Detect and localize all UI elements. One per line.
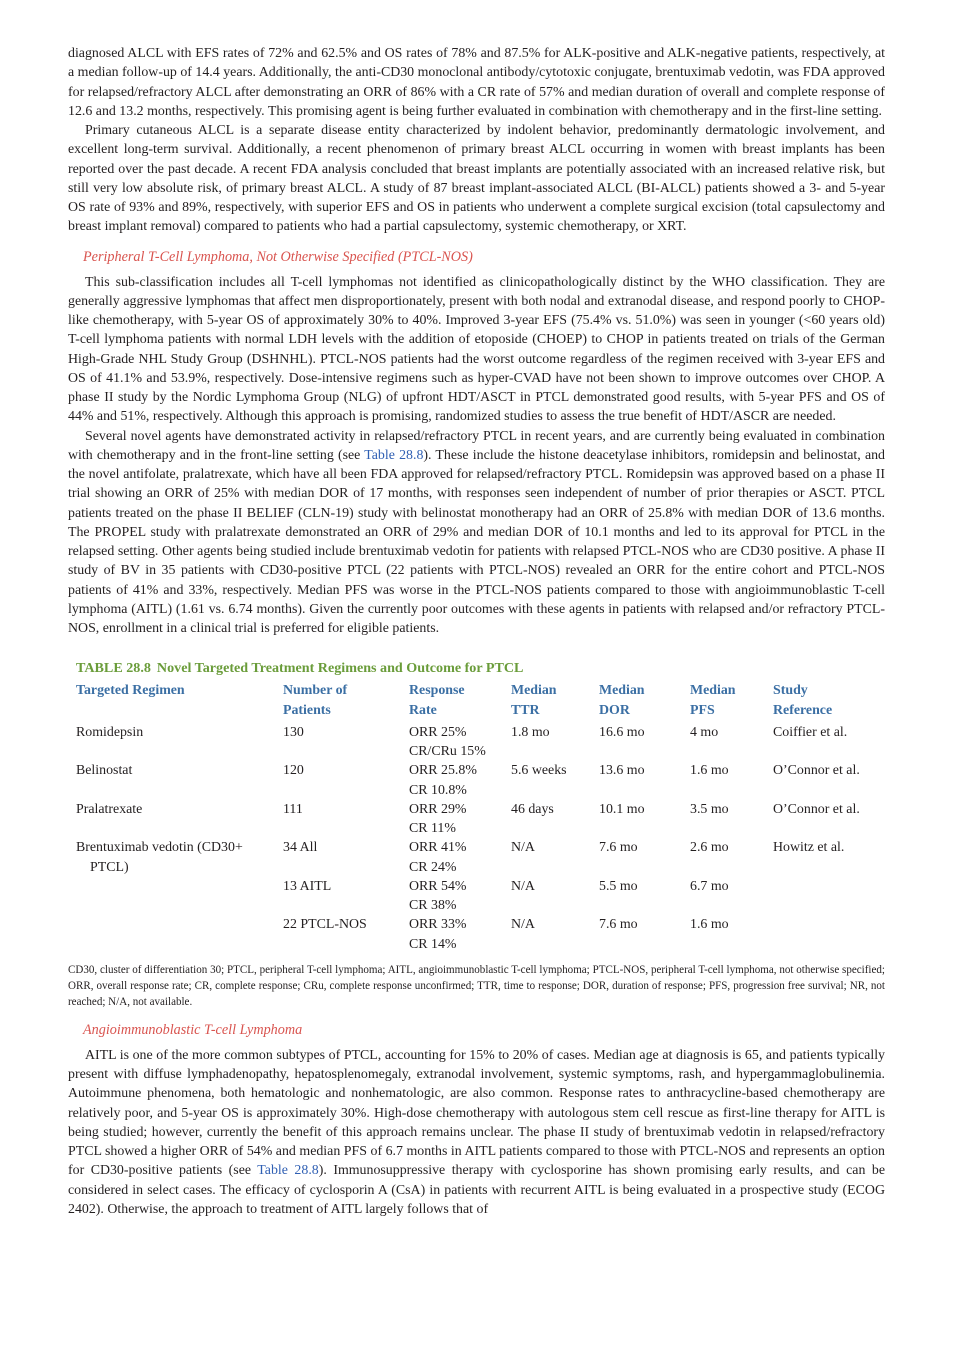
table-row: Brentuximab vedotin (CD30+PTCL) 34 All O… [68, 838, 885, 877]
table-reference-link[interactable]: Table 28.8 [364, 447, 424, 463]
table-cell-dor: 7.6 mo [599, 840, 638, 856]
table-cell-ttr: N/A [511, 917, 535, 933]
table-cell-ttr: N/A [511, 840, 535, 856]
table-cell-ttr: 5.6 weeks [511, 763, 567, 779]
table-cell-pfs: 6.7 mo [690, 878, 729, 894]
table-cell-dor: 13.6 mo [599, 763, 645, 779]
table-row: Romidepsin 130 ORR 25%CR/CRu 15% 1.8 mo … [68, 723, 885, 762]
table-number: TABLE 28.8 [76, 660, 151, 677]
table-footnote: CD30, cluster of differentiation 30; PTC… [68, 963, 885, 1008]
table-cell-regimen [68, 915, 283, 954]
table-cell-response: ORR 25.8%CR 10.8% [409, 763, 477, 798]
table-cell-dor: 10.1 mo [599, 801, 645, 817]
section-heading-aitl: Angioimmunoblastic T-cell Lymphoma [83, 1021, 303, 1038]
table-cell-reference [773, 877, 885, 916]
table-title: TABLE 28.8 Novel Targeted Treatment Regim… [76, 658, 885, 678]
table-cell-pfs: 1.6 mo [690, 763, 729, 779]
table-cell-ttr: N/A [511, 878, 535, 894]
paragraph-ptcl-novel-agents: Several novel agents have demonstrated a… [68, 427, 885, 639]
table-caption: Novel Targeted Treatment Regimens and Ou… [156, 660, 524, 677]
paragraph-text: ). Immunosuppressive therapy with cyclos… [68, 1163, 885, 1217]
table-row: 22 PTCL-NOS ORR 33%CR 14% N/A 7.6 mo 1.6… [68, 915, 885, 954]
table-row: Pralatrexate 111 ORR 29%CR 11% 46 days 1… [68, 800, 885, 839]
table-cell-ttr: 46 days [511, 801, 554, 817]
table-reference-link[interactable]: Table 28.8 [257, 1163, 319, 1179]
table-cell-pfs: 1.6 mo [690, 917, 729, 933]
paragraph-ptcl-nos-overview: This sub-classification includes all T-c… [68, 274, 885, 425]
table-cell-regimen: Pralatrexate [76, 801, 143, 817]
table-cell-pfs: 2.6 mo [690, 840, 729, 856]
table-cell-response: ORR 29%CR 11% [409, 801, 467, 836]
table-cell-reference: O’Connor et al. [773, 763, 860, 779]
column-header: Targeted Regimen [76, 683, 185, 699]
table-cell-patients: 120 [283, 763, 304, 779]
table-cell-reference [773, 915, 885, 954]
table-cell-ttr: 1.8 mo [511, 724, 550, 740]
table-row: Belinostat 120 ORR 25.8%CR 10.8% 5.6 wee… [68, 761, 885, 800]
table-cell-dor: 7.6 mo [599, 917, 638, 933]
paragraph-text: Several novel agents have demonstrated a… [68, 428, 885, 463]
table-cell-regimen: Brentuximab vedotin (CD30+PTCL) [76, 840, 243, 875]
paragraph-text: ). These include the histone deacetylase… [68, 447, 885, 636]
table-cell-pfs: 3.5 mo [690, 801, 729, 817]
paragraph-primary-cutaneous-alcl: Primary cutaneous ALCL is a separate dis… [68, 123, 885, 235]
table-cell-response: ORR 54%CR 38% [409, 878, 467, 913]
table-cell-reference: Coiffier et al. [773, 724, 848, 740]
page-body: diagnosed ALCL with EFS rates of 72% and… [68, 44, 885, 1219]
table-cell-reference: O’Connor et al. [773, 801, 860, 817]
paragraph-alcl-outcomes: diagnosed ALCL with EFS rates of 72% and… [68, 46, 885, 119]
paragraph-aitl-overview: AITL is one of the more common subtypes … [68, 1046, 885, 1219]
table-cell-dor: 5.5 mo [599, 878, 638, 894]
section-heading-ptcl-nos: Peripheral T-Cell Lymphoma, Not Otherwis… [83, 248, 473, 265]
table-cell-patients: 13 AITL [283, 878, 332, 894]
table-cell-regimen: Romidepsin [76, 724, 144, 740]
table-cell-regimen: Belinostat [76, 763, 133, 779]
paragraph-text: AITL is one of the more common subtypes … [68, 1047, 885, 1179]
table-cell-patients: 130 [283, 724, 304, 740]
table-cell-reference: Howitz et al. [773, 840, 845, 856]
table-cell-response: ORR 25%CR/CRu 15% [409, 724, 486, 759]
table-cell-pfs: 4 mo [690, 724, 719, 740]
table-cell-dor: 16.6 mo [599, 724, 645, 740]
table-cell-response: ORR 41%CR 24% [409, 840, 467, 875]
table-row: 13 AITL ORR 54%CR 38% N/A 5.5 mo 6.7 mo [68, 877, 885, 916]
table-cell-response: ORR 33%CR 14% [409, 917, 467, 952]
table-cell-patients: 111 [283, 801, 303, 817]
table-cell-patients: 34 All [283, 840, 318, 856]
table-28-8: TABLE 28.8 Novel Targeted Treatment Regim… [68, 658, 885, 1010]
table-cell-patients: 22 PTCL-NOS [283, 917, 367, 933]
table-cell-regimen [68, 877, 283, 916]
